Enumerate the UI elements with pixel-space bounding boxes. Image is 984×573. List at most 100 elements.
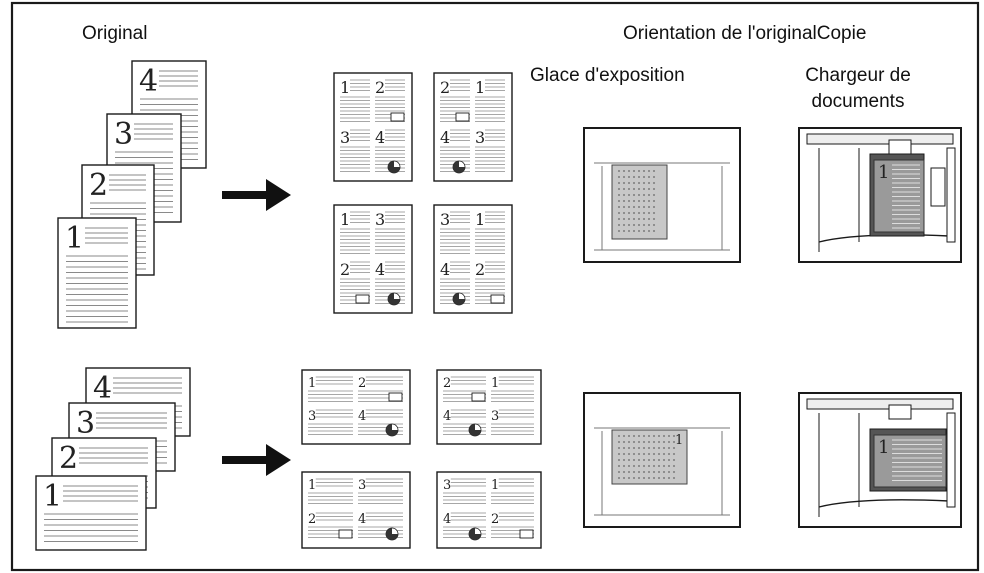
copy-landscape-cell-number: 2 [491,512,499,527]
copy-landscape-cell-lines [315,409,353,418]
original-portrait-lines [66,255,128,323]
copy-portrait-cell-number: 4 [440,128,450,147]
copy-landscape-cell-lines [358,492,403,504]
copy-landscape-cell-lines [491,390,534,402]
original-portrait-lines [85,227,128,244]
fed-document [873,434,947,488]
original-landscape-lines [44,513,138,542]
copy-landscape-cell-number: 3 [358,478,366,493]
copy-landscape-cell-lines [498,376,534,385]
original-portrait-page-1: 1 [57,217,137,329]
arrow-2 [222,444,291,476]
image-box-icon [490,294,505,304]
copy-portrait-cell-number: 3 [340,128,350,147]
diagram-frame [10,1,980,572]
copy-landscape-cell-lines [315,478,353,487]
copy-portrait-cell-lines [385,211,405,223]
pie-chart-icon [468,423,482,437]
original-landscape-number: 2 [59,441,78,476]
copy-landscape-cell-number: 4 [358,512,366,527]
arrows [222,179,291,476]
original-landscape-number: 1 [43,479,62,514]
original-portrait-lines [109,174,146,191]
original-portrait-number: 3 [114,117,133,152]
copy-landscape-cell-lines [450,478,486,487]
copy-landscape-cell-lines [308,423,353,435]
image-box-icon [519,529,534,539]
copy-portrait-cell-lines [385,129,405,141]
copy-portrait-cell-lines [440,228,470,254]
copy-portrait-cell-lines [350,79,370,91]
feeder-landscape: 1 [798,392,962,528]
original-portrait-lines [159,70,198,87]
copy-landscape-cell-lines [498,409,534,418]
original-portrait-number: 1 [65,221,84,256]
original-landscape-number: 3 [76,406,95,441]
original-portrait-number: 2 [89,168,108,203]
copy-landscape-cell-lines [315,512,353,521]
feeder-page-number: 1 [878,437,889,458]
document-feeder-illustrations: 11 [798,127,962,528]
copy-landscape-cell-number: 2 [443,376,451,391]
image-box-icon [390,112,405,122]
copy-landscape-cell-lines [365,512,403,521]
original-landscape-page-1: 1 [35,475,147,551]
placed-document [611,164,668,240]
copy-portrait-cell-lines [350,211,370,223]
pie-chart-icon [452,292,466,306]
arrow-1 [222,179,291,211]
pie-chart-icon [387,292,401,306]
copy-landscape-cell-number: 2 [358,376,366,391]
copy-landscape-cell-number: 3 [308,409,316,424]
copy-portrait-cell-number: 3 [475,128,485,147]
copy-portrait-cell-lines [385,79,405,91]
copy-landscape-cell-lines [308,492,353,504]
copy-portrait-cell-lines [385,261,405,273]
copy-portrait-cell-lines [350,261,370,273]
copy-portrait-cell-number: 1 [475,210,485,229]
copy-portrait-cell-lines [350,129,370,141]
image-box-icon [471,392,486,402]
copy-portrait-cell-number: 3 [375,210,385,229]
original-landscape-lines [63,485,138,502]
exposure-glass-illustrations: 1 [583,127,741,528]
copy-portrait-cell-number: 4 [375,128,385,147]
copy-landscape-cell-number: 1 [308,376,316,391]
glass-page-marker: 1 [675,433,683,448]
copy-portrait-cell-number: 1 [340,78,350,97]
copy-portrait-cell-number: 2 [475,260,485,279]
chargeur-heading-line1: Chargeur de [805,65,911,86]
pie-chart-icon [452,160,466,174]
pie-chart-icon [387,160,401,174]
copy-portrait-cell-number: 2 [440,78,450,97]
feeder-portrait: 1 [798,127,962,263]
copy-portrait-cell-lines [475,146,505,172]
chargeur-heading-line2: documents [811,91,905,112]
copy-landscape-cell-number: 1 [491,376,499,391]
copy-portrait-cell-lines [450,129,470,141]
copy-portrait-cell-number: 2 [375,78,385,97]
copy-portrait-cell-number: 2 [340,260,350,279]
copy-portrait-cell-lines [375,228,405,254]
pie-chart-icon [468,527,482,541]
copy-landscape-cell-lines [308,390,353,402]
copy-landscape-cell-lines [450,376,486,385]
placed-document [611,429,688,485]
copy-portrait-cell-lines [485,261,505,273]
original-portrait-number: 4 [139,64,158,99]
image-box-icon [455,112,470,122]
copy-landscape-cell-lines [450,512,486,521]
copy-portrait-cell-lines [340,96,370,122]
copy-landscape-cell-number: 1 [491,478,499,493]
copy-landscape-cell-number: 3 [491,409,499,424]
copy-portrait-cell-lines [340,228,370,254]
image-box-icon [338,529,353,539]
copy-landscape-cell-number: 1 [308,478,316,493]
